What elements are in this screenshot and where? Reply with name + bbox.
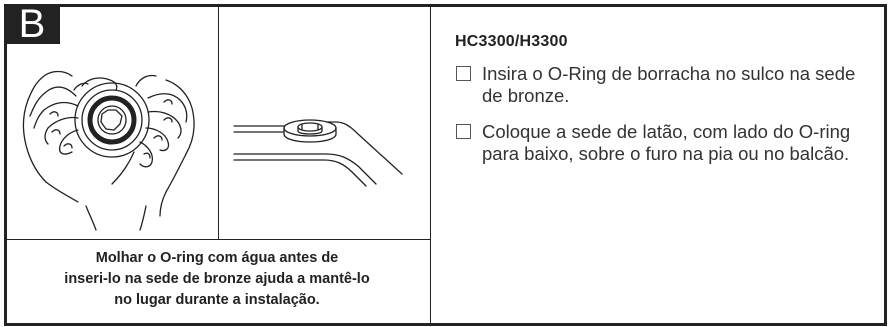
divider-vertical-main [430, 7, 431, 323]
caption-line: no lugar durante a instalação. [114, 292, 320, 308]
hands-oring-illustration [22, 70, 195, 231]
caption-tip: Molhar o O-ring com água antes de inseri… [4, 239, 430, 320]
checkbox-empty-icon[interactable] [456, 124, 471, 139]
checkbox-empty-icon[interactable] [456, 66, 471, 81]
divider-horizontal-caption [7, 239, 430, 240]
model-number: HC3300/H3300 [455, 33, 568, 50]
step-text: Insira o O-Ring de borracha no sulco na … [482, 63, 856, 106]
step-item: Coloque a sede de latão, com lado do O-r… [455, 121, 865, 165]
sink-seat-illustration [233, 119, 403, 187]
step-text: Coloque a sede de latão, com lado do O-r… [482, 121, 851, 164]
caption-line: inseri-lo na sede de bronze ajuda a mant… [64, 271, 370, 287]
section-badge: B [4, 4, 60, 44]
caption-line: Molhar o O-ring com água antes de [95, 250, 339, 266]
instructions-column: HC3300/H3300 Insira o O-Ring de borracha… [455, 33, 865, 179]
divider-vertical-figures [218, 7, 219, 239]
step-item: Insira o O-Ring de borracha no sulco na … [455, 63, 865, 107]
instruction-panel [4, 4, 887, 326]
